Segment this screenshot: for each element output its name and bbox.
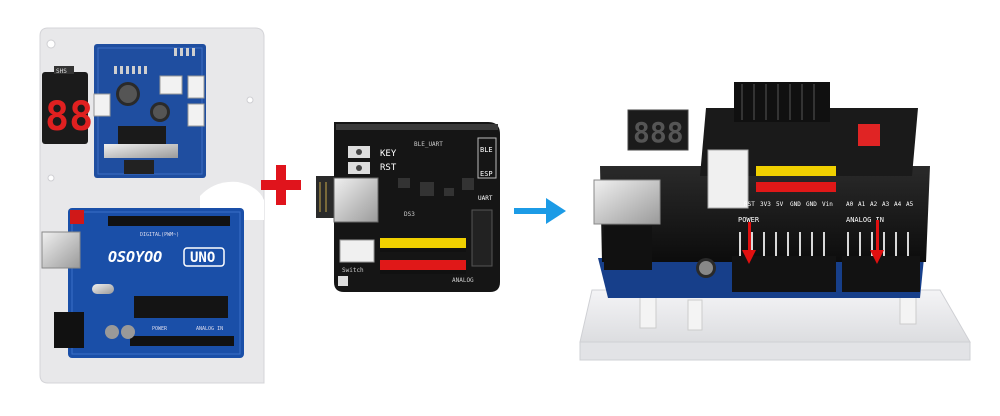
pin-a2: A2 [870,201,878,208]
pin-a4: A4 [894,201,902,208]
pin-a1: A1 [858,201,866,208]
stack-power-pins: POWER RST 3V3 5V GND GND Vin [738,201,833,224]
key-label: KEY [380,149,397,159]
pin-vin: Vin [822,201,833,208]
pin-a5: A5 [906,201,914,208]
stack-power-label: POWER [738,216,760,224]
down-arrow-icon-analog [870,220,884,264]
pin-gnd-2: GND [806,201,817,208]
pin-a0: A0 [846,201,854,208]
uno-board: OSOYOO UNO DIGITAL(PWM~) POWER ANALOG IN [41,208,244,358]
pin-3v3: 3V3 [760,201,771,208]
uart-label: UART [478,195,493,202]
pin-gnd-1: GND [790,201,801,208]
motor-driver-board [93,44,206,178]
ble-label: BLE [480,146,493,154]
assembled-stack: 888 POWER RST 3V3 5V GND GND Vin ANALOG … [579,82,971,361]
yellow-pin-header [380,238,466,252]
pin-5v: 5V [776,201,784,208]
display-label: SHS [56,68,67,75]
uno-sub: DIGITAL(PWM~) [140,232,179,238]
wifi-ble-shield: KEY RST BLE ESP UART BLE_UART Switch DS3… [316,122,500,292]
pin-rst: RST [744,201,755,208]
analog-label: ANALOG [452,277,474,284]
esp-label: ESP [480,170,493,178]
ds-label: DS3 [404,211,415,218]
ble-uart-label: BLE_UART [414,141,443,148]
stack-analog-label: ANALOG IN [846,216,884,224]
uno-brand: OSOYOO [108,248,162,266]
down-arrow-icon-power [742,222,756,264]
uno-model: UNO [190,250,215,266]
stack-display-digits: 888 [633,116,684,149]
uno-analog: ANALOG IN [196,326,223,332]
switch-label: Switch [342,267,364,274]
uno-power: POWER [152,326,168,332]
red-pin-header [380,260,466,274]
arrow-right-icon [514,198,566,224]
plus-icon [261,165,301,205]
rst-label: RST [380,163,397,173]
pin-a3: A3 [882,201,890,208]
stack-analog-pins: ANALOG IN A0 A1 A2 A3 A4 A5 [846,201,914,224]
